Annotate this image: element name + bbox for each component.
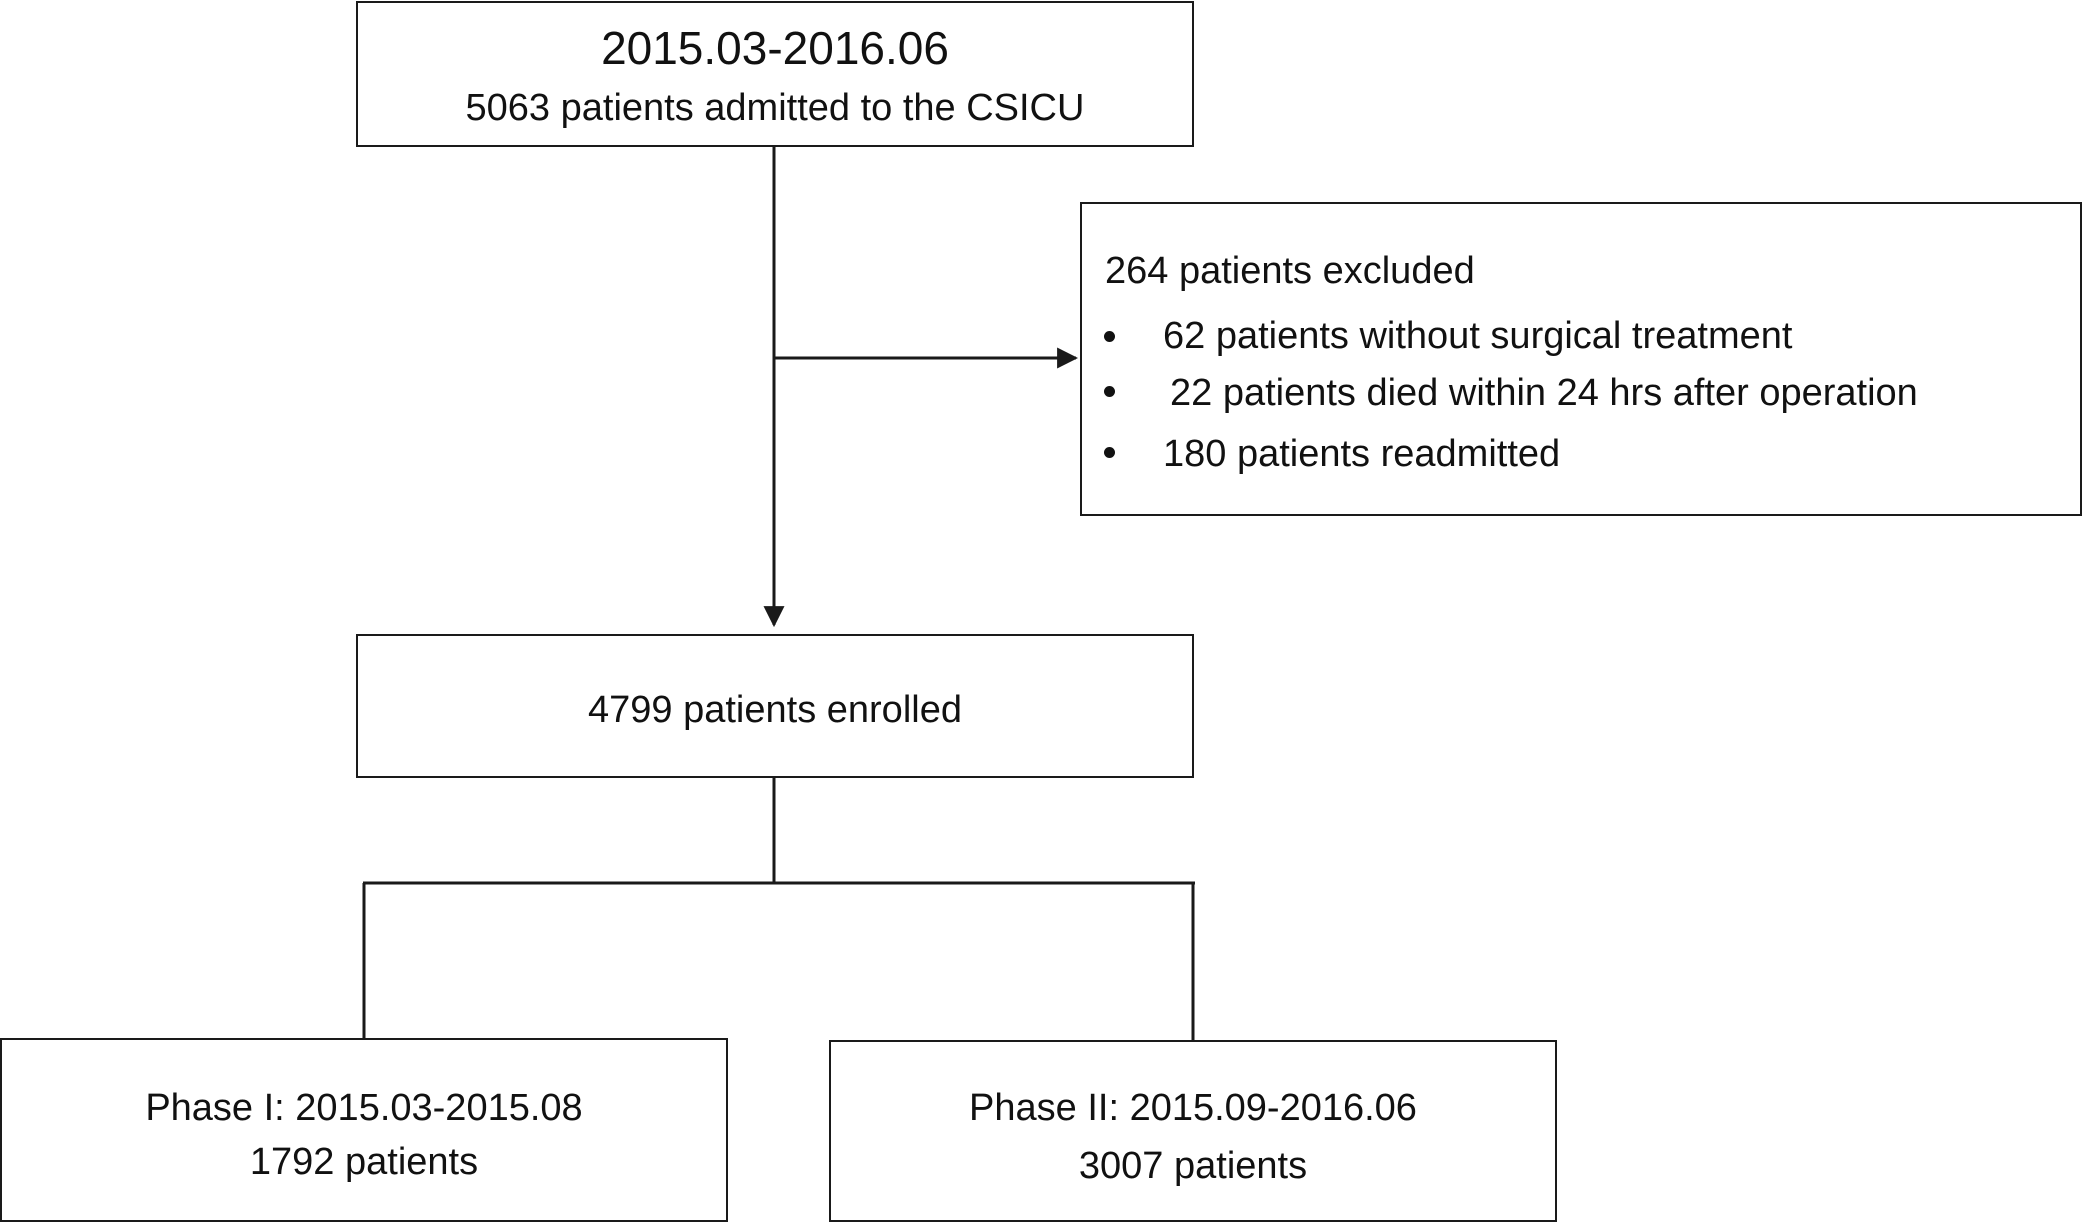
enrolled-box: 4799 patients enrolled: [356, 634, 1194, 778]
excluded-item: 22 patients died within 24 hrs after ope…: [1170, 372, 1918, 414]
enrolled-label: 4799 patients enrolled: [588, 689, 962, 731]
excluded-heading: 264 patients excluded: [1105, 250, 1475, 292]
bullet-icon: [1104, 331, 1115, 342]
top-box-title: 2015.03-2016.06: [601, 22, 949, 74]
excluded-item: 62 patients without surgical treatment: [1163, 315, 1793, 357]
phase1-box: Phase I: 2015.03-2015.08 1792 patients: [0, 1038, 728, 1222]
phase1-count: 1792 patients: [249, 1141, 479, 1183]
excluded-item: 180 patients readmitted: [1163, 433, 1561, 475]
phase2-box: Phase II: 2015.09-2016.06 3007 patients: [829, 1040, 1557, 1222]
bullet-icon: [1104, 447, 1115, 458]
bullet-icon: [1104, 386, 1115, 397]
excluded-box: 264 patients excluded 62 patients withou…: [1080, 202, 2082, 516]
phase1-title: Phase I: 2015.03-2015.08: [145, 1087, 583, 1129]
phase2-title: Phase II: 2015.09-2016.06: [969, 1087, 1417, 1129]
top-box-subtitle: 5063 patients admitted to the CSICU: [465, 87, 1085, 129]
phase2-count: 3007 patients: [1078, 1145, 1308, 1187]
top-box: 2015.03-2016.06 5063 patients admitted t…: [356, 1, 1194, 147]
